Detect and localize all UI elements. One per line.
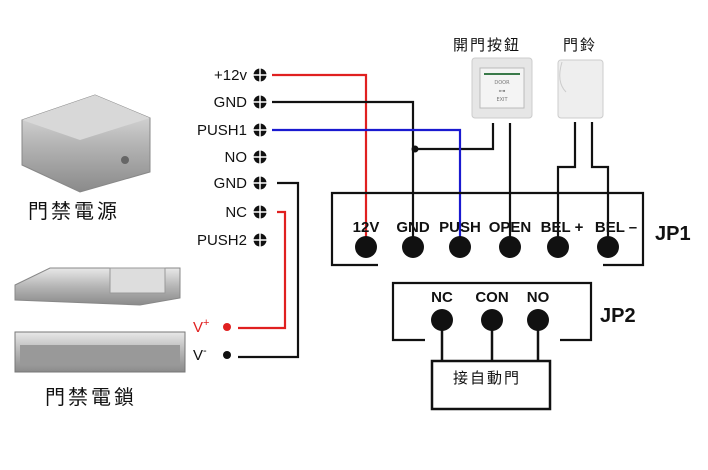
jp1-pin [402,236,424,258]
controller-terminal-block [253,68,267,247]
jp1-pin [355,236,377,258]
jp2-pin-label: NO [527,289,550,306]
jp1-box [330,191,645,267]
power-supply-image [21,94,151,193]
power-supply-label: 門禁電源 [28,199,120,223]
screw-terminal-icon [253,150,267,164]
screw-terminal-icon [253,68,267,82]
lock-label: 門禁電鎖 [45,385,137,409]
magnetic-lock-image [14,331,186,373]
jp1-pin [499,236,521,258]
jp1-pin-label: 12V [353,219,380,236]
jp2-box [391,281,593,342]
wire-lock-nc [238,210,287,330]
bell-image [557,59,604,119]
wire-gnd [272,100,415,245]
auto-door-box [430,359,552,411]
screw-terminal-icon [253,205,267,219]
jp2-label: JP2 [600,305,636,327]
jp1-pin [547,236,569,258]
auto-door-label: 接自動門 [453,369,521,387]
screw-terminal-icon [253,95,267,109]
wire-bell-plus [556,122,577,245]
jp1-pin-label: OPEN [489,219,532,236]
vplus-label: V+ [193,317,209,336]
terminal-label-gnd2: GND [214,175,248,192]
vminus-terminal [223,351,231,359]
jp1-pin-label: GND [396,219,430,236]
jp1-pin-label: BEL – [595,219,637,236]
terminal-label-gnd: GND [214,94,248,111]
wire-exit-button-a [415,123,495,151]
screw-terminal-icon [253,123,267,137]
terminal-label-push1: PUSH1 [197,122,247,139]
screw-terminal-icon [253,233,267,247]
terminal-label-no: NO [225,149,248,166]
junction-dot [411,145,419,153]
jp2-pin [431,309,453,331]
exit-button-image: DOOR EXIT ⊶ [471,57,533,119]
screw-terminal-icon [253,176,267,190]
terminal-label-12v: +12v [214,67,247,84]
jp1-pin-label: BEL + [541,219,584,236]
jp2-pin [481,309,503,331]
bell-label: 門鈴 [563,36,597,54]
wire-bell-minus [590,122,610,245]
wire-lock-gnd [238,181,300,359]
jp1-pin [597,236,619,258]
vminus-label: V- [193,345,207,364]
electric-lock-image [14,267,181,306]
door-text: DOOR [494,80,510,86]
jp2-pin-label: NC [431,289,453,306]
vplus-terminal [223,323,231,331]
terminal-label-push2: PUSH2 [197,232,247,249]
wire-12v [272,73,368,245]
wire-push [272,128,462,245]
jp2-pin-label: CON [475,289,508,306]
terminal-label-nc: NC [225,204,247,221]
exit-button-label: 開門按鈕 [453,36,521,54]
exit-text: EXIT [496,97,508,103]
key-icon: ⊶ [499,87,506,95]
jp1-pin-label: PUSH [439,219,481,236]
jp1-pin [449,236,471,258]
jp1-label: JP1 [655,223,691,245]
jp2-pin [527,309,549,331]
